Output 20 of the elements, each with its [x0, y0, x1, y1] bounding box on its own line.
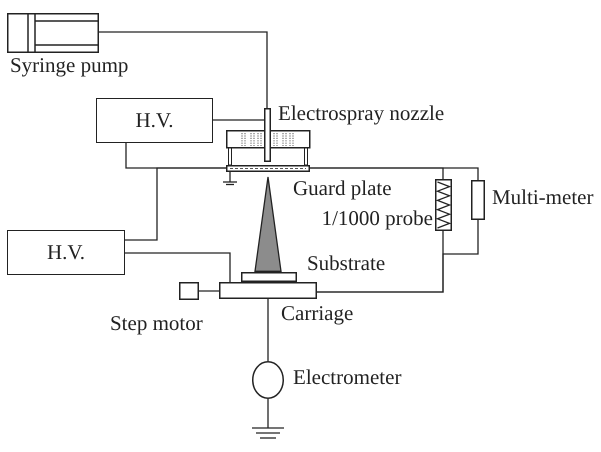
- wire: [125, 167, 226, 241]
- hv-supply: H.V.: [7, 230, 125, 275]
- wire: [213, 119, 264, 121]
- wire: [317, 220, 479, 293]
- node-label: 1/1000 probe: [322, 207, 433, 230]
- wire: [199, 290, 219, 292]
- wire: [125, 252, 231, 282]
- node-label: Guard plate: [293, 177, 392, 200]
- node-label: Carriage: [281, 302, 354, 326]
- node-label: Substrate: [307, 252, 386, 276]
- node-label: Electrospray nozzle: [278, 102, 444, 126]
- wire: [99, 31, 268, 108]
- node-label: Electrometer: [293, 366, 402, 390]
- wire: [310, 167, 479, 180]
- node-label: Step motor: [110, 312, 203, 336]
- node-label: Multi-meter: [492, 186, 594, 210]
- hv-supply: H.V.: [96, 98, 213, 143]
- wire: [267, 299, 269, 361]
- spray-cone: [254, 176, 282, 272]
- node-label: Syringe pump: [10, 54, 128, 78]
